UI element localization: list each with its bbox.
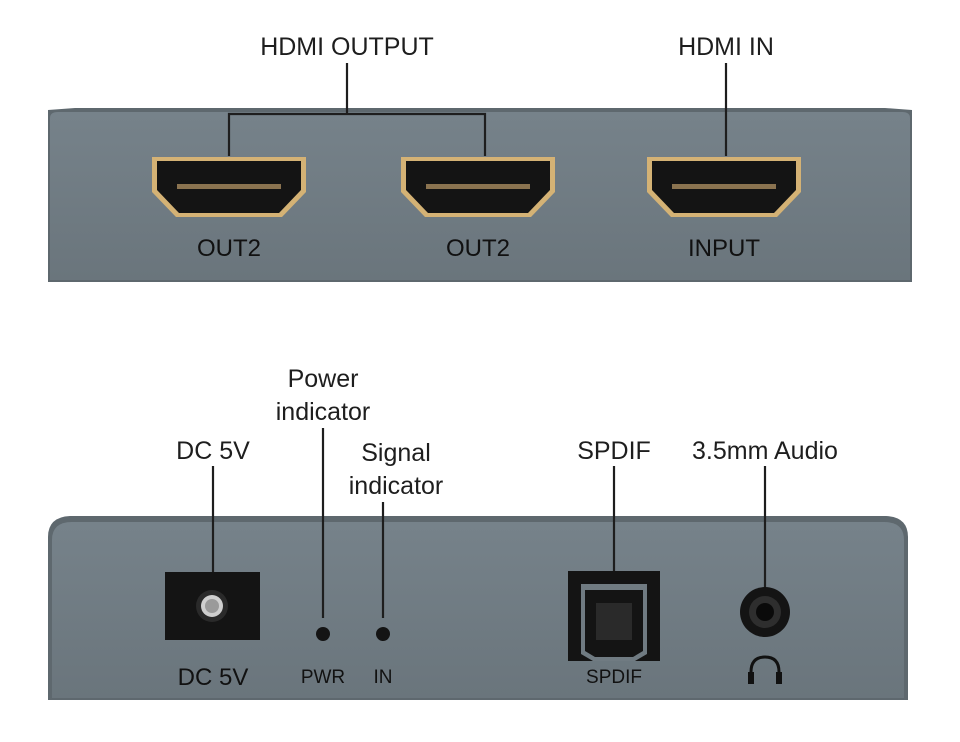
power-indicator-line1: Power bbox=[287, 365, 359, 393]
power-indicator-line2: indicator bbox=[275, 398, 371, 426]
hdmi-output-leader bbox=[227, 63, 487, 156]
headphone-icon bbox=[748, 655, 782, 684]
audio-jack bbox=[740, 587, 790, 637]
bottom-leaders bbox=[211, 428, 767, 618]
port-label-dc-5v: DC 5V bbox=[177, 664, 249, 691]
hdmi-in-callout: HDMI IN bbox=[678, 33, 774, 61]
signal-indicator-line1: Signal bbox=[361, 439, 431, 467]
power-indicator-callout: Power indicator bbox=[253, 363, 393, 429]
spdif-port bbox=[568, 571, 660, 661]
hdmi-port-input bbox=[647, 157, 801, 217]
dc-5v-callout: DC 5V bbox=[176, 437, 250, 465]
port-label-spdif: SPDIF bbox=[586, 667, 642, 688]
power-led bbox=[316, 627, 330, 641]
signal-indicator-line2: indicator bbox=[348, 472, 444, 500]
port-label-out2-b: OUT2 bbox=[445, 235, 510, 262]
hdmi-port-out2-b bbox=[401, 157, 555, 217]
signal-indicator-callout: Signal indicator bbox=[326, 437, 466, 503]
port-label-in: IN bbox=[373, 667, 393, 688]
dc-jack bbox=[165, 572, 260, 640]
hdmi-output-callout: HDMI OUTPUT bbox=[260, 33, 434, 61]
hdmi-port-out2-a bbox=[152, 157, 306, 217]
signal-led bbox=[376, 627, 390, 641]
port-label-pwr: PWR bbox=[300, 667, 346, 688]
port-label-input: INPUT bbox=[688, 235, 760, 262]
port-label-out2-a: OUT2 bbox=[196, 235, 261, 262]
audio-35mm-callout: 3.5mm Audio bbox=[692, 437, 838, 465]
bottom-panel bbox=[48, 516, 908, 700]
spdif-callout: SPDIF bbox=[577, 437, 651, 465]
